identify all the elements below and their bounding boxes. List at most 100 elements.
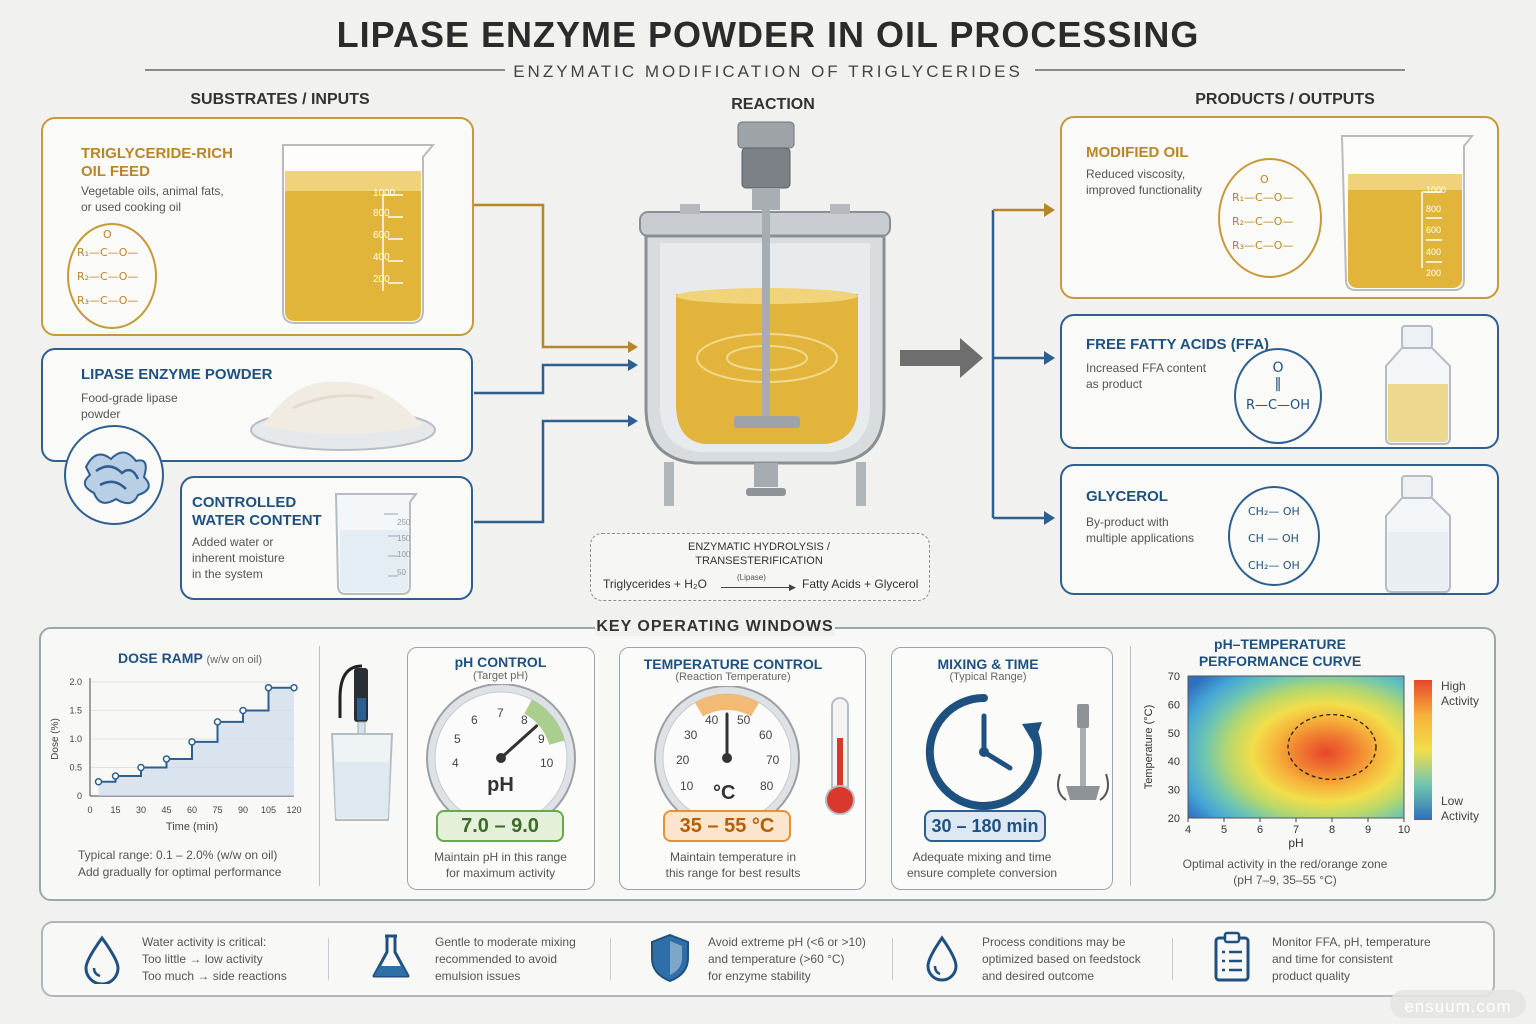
x-tick-label: 4 — [1185, 824, 1191, 836]
beaker-mark: 150 — [397, 534, 411, 543]
ffa-title: FREE FATTY ACIDS (FFA) — [1086, 336, 1270, 353]
mixing-time-panel: MIXING & TIME (Typical Range) 30 – 180 m… — [891, 647, 1113, 890]
dose-point — [188, 738, 196, 746]
y-tick-label: 2.0 — [69, 677, 82, 687]
beaker-mark: 800 — [1426, 204, 1442, 214]
ph-tick: 9 — [538, 732, 545, 746]
beaker-mark: 250 — [397, 518, 411, 527]
powder-dish-icon — [250, 381, 436, 451]
temp-tick: 10 — [680, 779, 694, 793]
dose-point — [290, 683, 298, 692]
beaker-mark: 800 — [373, 208, 390, 219]
modified-oil-title: MODIFIED OIL — [1086, 144, 1189, 161]
x-axis-label: pH — [1288, 836, 1303, 850]
ph-control-title: pH CONTROL — [454, 654, 547, 670]
clipboard-icon — [1214, 931, 1250, 982]
shield-icon — [651, 933, 689, 983]
triglyceride-structure-icon: O R₁—C—O— R₂—C—O— R₃—C—O— — [1218, 158, 1322, 278]
performance-curve-note: Optimal activity in the red/orange zone(… — [1182, 857, 1388, 887]
y-tick-label: 40 — [1168, 756, 1180, 768]
y-axis-label: Temperature (°C) — [1143, 705, 1155, 789]
beaker-mark: 200 — [1426, 268, 1442, 278]
glycerol-bottle-icon — [1385, 475, 1451, 593]
y-tick-label: 1.5 — [69, 706, 82, 716]
dose-point — [162, 755, 171, 763]
temperature-gauge-label: °C — [713, 782, 736, 804]
heatmap-colorbar — [1414, 680, 1432, 820]
beaker-mark: 600 — [1426, 225, 1442, 235]
temperature-control-sub: (Reaction Temperature) — [675, 671, 791, 683]
operating-windows-title: KEY OPERATING WINDOWS — [595, 618, 835, 636]
y-tick-label: 60 — [1168, 699, 1180, 711]
mixing-time-sub: (Typical Range) — [949, 671, 1027, 683]
y-tick-label: 20 — [1168, 813, 1180, 825]
dose-line — [98, 686, 294, 783]
gauge-needle — [499, 724, 539, 760]
x-tick-label: 5 — [1221, 824, 1227, 836]
ph-gauge — [426, 684, 576, 814]
temp-tick: 50 — [737, 713, 751, 727]
reactor-vessel-icon — [639, 121, 891, 506]
tip-stability: Avoid extreme pH (<6 or >10)and temperat… — [708, 935, 866, 983]
page-subtitle: ENZYMATIC MODIFICATION OF TRIGLYCERIDES — [513, 62, 1023, 81]
x-tick-label: 45 — [161, 805, 171, 815]
oil-beaker-icon — [1340, 135, 1475, 291]
x-tick-label: 90 — [238, 805, 248, 815]
gauge-hub — [496, 753, 506, 763]
temperature-control-title: TEMPERATURE CONTROL — [643, 656, 823, 672]
divider — [610, 938, 611, 980]
x-axis-label: Time (min) — [166, 821, 218, 833]
ph-range-badge: 7.0 – 9.0 — [436, 810, 564, 842]
dose-point — [239, 706, 247, 715]
x-tick-label: 9 — [1365, 824, 1371, 836]
inputs-heading: SUBSTRATES / INPUTS — [190, 91, 370, 108]
x-tick-label: 105 — [261, 805, 276, 815]
temperature-gauge — [654, 686, 800, 810]
impeller-icon — [1057, 704, 1109, 801]
y-tick-label: 0.5 — [69, 763, 82, 773]
reaction-type: ENZYMATIC HYDROLYSIS /TRANSESTERIFICATIO… — [687, 541, 830, 567]
divider — [1172, 938, 1173, 980]
temp-tick: 40 — [705, 713, 719, 727]
ph-probe-icon — [330, 664, 394, 821]
temperature-control-panel: TEMPERATURE CONTROL (Reaction Temperatur… — [619, 647, 866, 890]
tips-bar — [41, 921, 1495, 997]
divider — [1035, 69, 1405, 71]
temperature-range-badge: 35 – 55 °C — [663, 810, 791, 842]
beaker-mark: 50 — [397, 568, 406, 577]
divider — [892, 938, 893, 980]
water-drop-icon — [84, 935, 120, 984]
thermometer-icon — [825, 697, 855, 815]
ph-tick: 8 — [521, 713, 528, 727]
temp-tick: 20 — [676, 753, 690, 767]
enzyme-structure-icon — [64, 425, 164, 525]
ph-control-sub: (Target pH) — [472, 670, 529, 682]
ph-tick: 6 — [471, 713, 478, 727]
reaction-arrow-head: ▶ — [789, 582, 796, 592]
glycerol-structure-icon: CH₂— OH CH — OH CH₂— OH — [1228, 486, 1320, 586]
temp-tick: 80 — [760, 779, 774, 793]
dose-point — [264, 683, 273, 692]
x-tick-label: 15 — [110, 805, 120, 815]
oil-feed-desc: Vegetable oils, animal fats,or used cook… — [81, 184, 224, 214]
divider — [319, 646, 320, 886]
optimum-zone-contour — [1287, 713, 1377, 781]
temp-tick: 60 — [759, 728, 773, 742]
reaction-equation-box: ENZYMATIC HYDROLYSIS /TRANSESTERIFICATIO… — [590, 533, 930, 601]
ph-gauge-label: pH — [487, 774, 514, 796]
plot-frame — [1187, 675, 1405, 819]
flow-arrows — [474, 203, 1055, 525]
x-tick-label: 7 — [1293, 824, 1299, 836]
beaker-mark: 1000 — [1426, 185, 1447, 195]
dose-point — [137, 763, 145, 772]
x-tick-label: 0 — [87, 805, 92, 815]
